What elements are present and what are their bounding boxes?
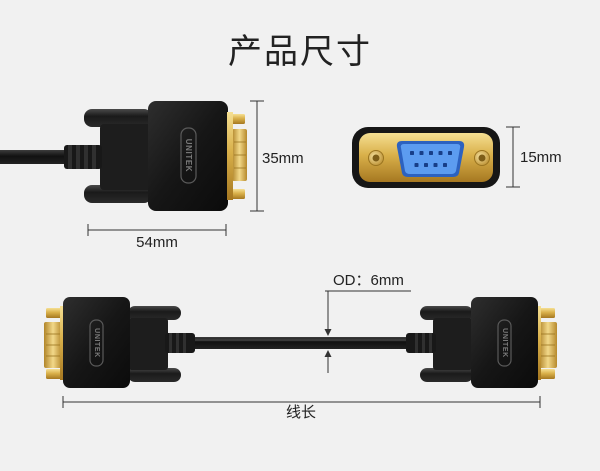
full-cable-assembly: UNITEK [44,297,557,388]
pin-hole [410,151,414,155]
pin-hole [448,151,452,155]
cable-highlight [192,339,408,341]
height-label: 35mm [262,150,304,167]
pin-hole [419,151,424,155]
side-view-strain-relief [64,145,102,169]
svg-text:UNITEK: UNITEK [184,139,193,172]
right-connector: UNITEK [406,297,557,388]
length-dimension: 54mm [87,224,227,251]
left-brand-logo: UNITEK [89,319,104,367]
right-strain-relief [406,333,436,353]
left-gold-plug [44,306,65,380]
left-back-shell [128,318,168,370]
page-title: 产品尺寸 [228,33,372,71]
pin-hole [438,151,443,155]
arrow-up-icon [324,350,332,357]
height-dimension: 35mm [250,100,304,212]
cable-length-label: 线长 [286,404,316,421]
side-view-gold-plug [227,112,247,200]
port-height-dimension: 15mm [506,126,562,188]
left-connector: UNITEK [44,297,195,388]
pin-hole [443,163,447,167]
right-top-thumbscrew [420,306,473,320]
outer-diameter-label: OD：6mm [333,272,404,289]
cable [192,337,408,349]
side-view-cable [0,150,72,164]
left-screw-hole [368,150,384,166]
left-top-thumbscrew [128,306,181,320]
outer-diameter-annotation: OD：6mm [324,272,411,373]
front-view-port-connector [352,127,500,188]
right-bottom-thumbscrew [420,368,473,382]
pin-hole [414,163,419,167]
left-connector-body [63,297,130,388]
pin-hole [424,163,428,167]
svg-text:UNITEK: UNITEK [501,328,508,358]
side-view-back-shell [100,124,152,190]
db9-female-port [396,141,465,177]
pin-hole [433,163,438,167]
side-view-brand-logo: UNITEK [180,127,197,184]
right-back-shell [433,318,473,370]
left-strain-relief [165,333,195,353]
cable-length-dimension: 线长 [62,396,541,421]
arrow-down-icon [324,329,332,336]
length-label: 54mm [136,234,178,251]
port-height-label: 15mm [520,149,562,166]
right-connector-body [471,297,538,388]
svg-text:UNITEK: UNITEK [93,328,100,358]
side-view-connector: UNITEK [0,101,247,211]
pin-hole [429,151,433,155]
left-bottom-thumbscrew [128,368,181,382]
right-screw-hole [474,150,490,166]
right-brand-logo: UNITEK [497,319,512,367]
side-view-connector-body [148,101,228,211]
side-view-top-thumbscrew [84,109,152,127]
right-gold-plug [536,306,557,380]
